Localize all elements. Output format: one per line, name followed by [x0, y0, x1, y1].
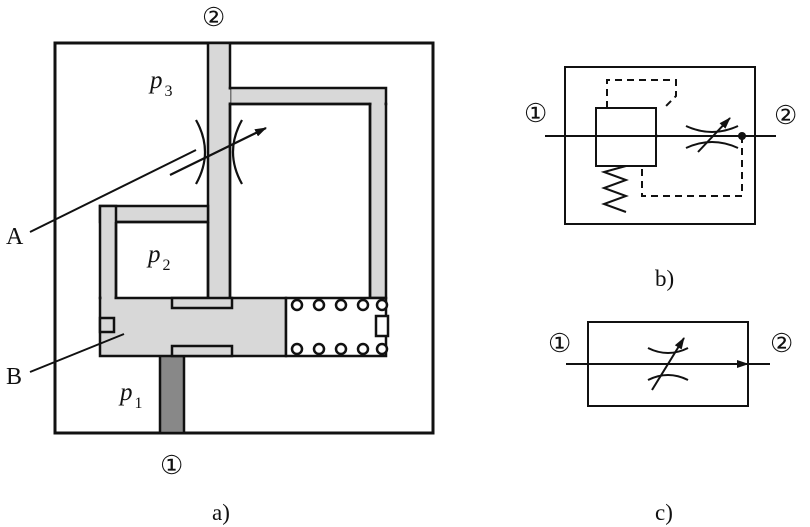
label-A: A [6, 224, 24, 250]
spring-cap [374, 314, 390, 338]
compensator-spring [600, 165, 629, 213]
inlet-passage [158, 353, 186, 435]
pilot-line-bottom [641, 136, 743, 197]
upper-branch [228, 86, 388, 106]
caption-b: b) [655, 266, 674, 291]
spool-upper-notch [170, 296, 234, 310]
port-2-label-b: ② [774, 101, 797, 130]
panel-c: ① ② c) [548, 321, 793, 525]
leader-B [29, 333, 125, 373]
port-1-label: ① [160, 451, 183, 480]
spring-coils [290, 298, 389, 356]
throttle-symbol-b [685, 117, 739, 153]
throttle-orifice [169, 119, 267, 185]
panel-b: ① ② b) [524, 66, 797, 291]
port-2-label: ② [202, 3, 225, 32]
junction-dot [738, 132, 746, 140]
spool-lower-notch [170, 344, 234, 358]
spool-left-notch [98, 316, 116, 334]
caption-c: c) [655, 500, 673, 525]
port-1-label-c: ① [548, 329, 571, 358]
label-B: B [6, 364, 22, 390]
leader-A [29, 149, 197, 233]
right-branch [368, 102, 388, 300]
throttle-symbol-c [647, 337, 689, 391]
port-1-label-b: ① [524, 99, 547, 128]
pilot-line-top [606, 79, 677, 109]
caption-a: a) [212, 500, 230, 525]
outlet-channel [206, 41, 232, 300]
port-2-label-c: ② [770, 329, 793, 358]
symbol-b-frame [564, 66, 756, 225]
